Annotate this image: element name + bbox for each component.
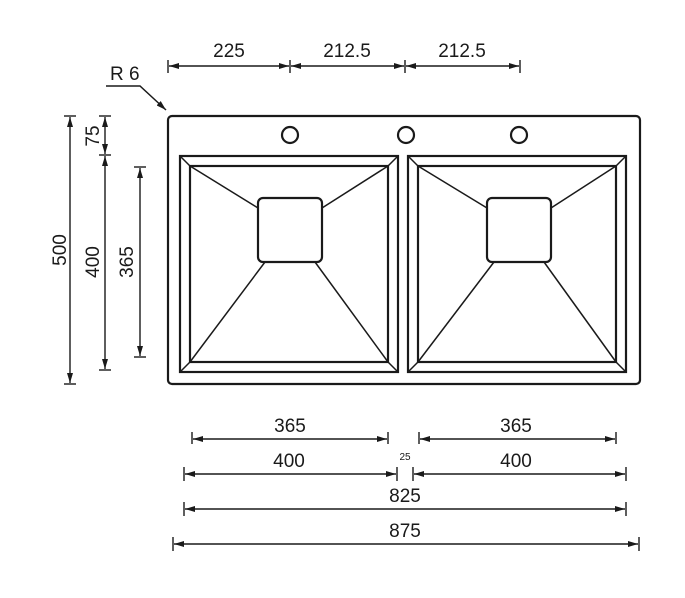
top-dimensions: 225 212.5 212.5	[167, 41, 521, 73]
dim-label: 365	[274, 416, 306, 437]
dim-label: 75	[83, 125, 104, 146]
dim-label: 225	[213, 41, 245, 62]
dim-label: 825	[389, 486, 421, 507]
radius-label: R 6	[110, 64, 140, 85]
right-bowl	[406, 154, 628, 374]
radius-leader	[106, 85, 167, 111]
bottom-dimensions: 365 365 400 400 25 825 875	[172, 416, 640, 551]
drain	[256, 196, 324, 264]
dim-label: 500	[50, 234, 71, 266]
dim-label: 400	[273, 451, 305, 472]
tap-hole	[280, 125, 300, 145]
dim-label: 212.5	[323, 41, 371, 62]
drain	[485, 196, 553, 264]
dim-label: 400	[83, 246, 104, 278]
left-bowl	[178, 154, 400, 374]
sink-outline	[166, 114, 642, 386]
dim-label: 365	[117, 246, 138, 278]
dim-label: 875	[389, 521, 421, 542]
tap-hole	[509, 125, 529, 145]
dim-label: 365	[500, 416, 532, 437]
left-dimensions: 500 75 400 365	[50, 115, 146, 385]
dim-label: 400	[500, 451, 532, 472]
dim-label: 212.5	[438, 41, 486, 62]
dim-label: 25	[399, 452, 411, 463]
tap-hole	[396, 125, 416, 145]
